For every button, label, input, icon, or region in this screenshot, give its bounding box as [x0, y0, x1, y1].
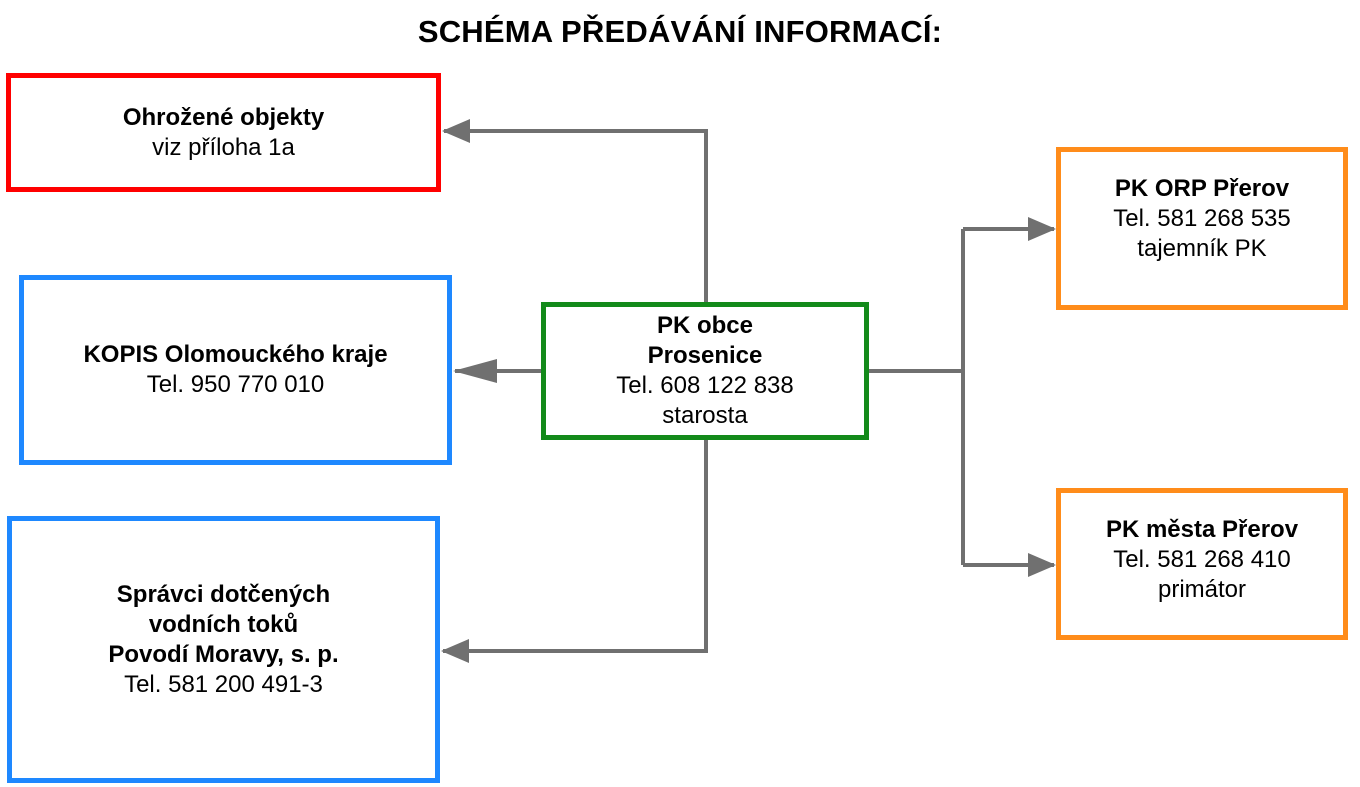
connector-to-spravci [443, 440, 708, 653]
node-spravci-line3: Povodí Moravy, s. p. [108, 640, 339, 668]
node-ohrozene-objekty: Ohrožené objekty viz příloha 1a [6, 73, 441, 192]
node-mesta-role: primátor [1157, 576, 1247, 603]
node-kopis: KOPIS Olomouckého kraje Tel. 950 770 010 [19, 275, 452, 465]
node-spravci-toku: Správci dotčených vodních toků Povodí Mo… [7, 516, 440, 783]
node-mesta-name: PK města Přerov [1105, 516, 1299, 543]
arrow-to-mesta-head [1028, 553, 1056, 577]
node-pk-orp-prerov: PK ORP Přerov Tel. 581 268 535 tajemník … [1056, 147, 1348, 310]
node-pk-obce-phone: Tel. 608 122 838 [616, 372, 794, 399]
node-spravci-line1: Správci dotčených [116, 580, 331, 608]
diagram-title: SCHÉMA PŘEDÁVÁNÍ INFORMACÍ: [417, 14, 943, 49]
node-pk-obce-line2: Prosenice [647, 342, 763, 369]
arrow-to-ohrozene-head [442, 119, 470, 143]
node-orp-name: PK ORP Přerov [1114, 174, 1290, 202]
connector-to-ohrozene [444, 129, 708, 302]
arrow-to-orp-head [1028, 217, 1056, 241]
node-orp-role: tajemník PK [1137, 234, 1267, 262]
node-kopis-phone: Tel. 950 770 010 [146, 371, 325, 398]
node-pk-obce: PK obce Prosenice Tel. 608 122 838 staro… [541, 302, 869, 440]
node-ohrozene-name: Ohrožené objekty [122, 103, 325, 131]
arrow-to-spravci-head [441, 639, 469, 663]
node-pk-obce-role: starosta [662, 402, 748, 429]
node-spravci-phone: Tel. 581 200 491-3 [124, 670, 323, 698]
arrow-to-kopis-head [453, 359, 497, 383]
node-pk-mesta-prerov: PK města Přerov Tel. 581 268 410 primáto… [1056, 488, 1348, 640]
node-ohrozene-detail: viz příloha 1a [152, 133, 295, 161]
node-spravci-line2: vodních toků [148, 610, 299, 638]
node-mesta-phone: Tel. 581 268 410 [1113, 546, 1291, 573]
node-pk-obce-line1: PK obce [656, 312, 753, 339]
node-orp-phone: Tel. 581 268 535 [1113, 204, 1291, 232]
node-kopis-name: KOPIS Olomouckého kraje [83, 341, 388, 368]
